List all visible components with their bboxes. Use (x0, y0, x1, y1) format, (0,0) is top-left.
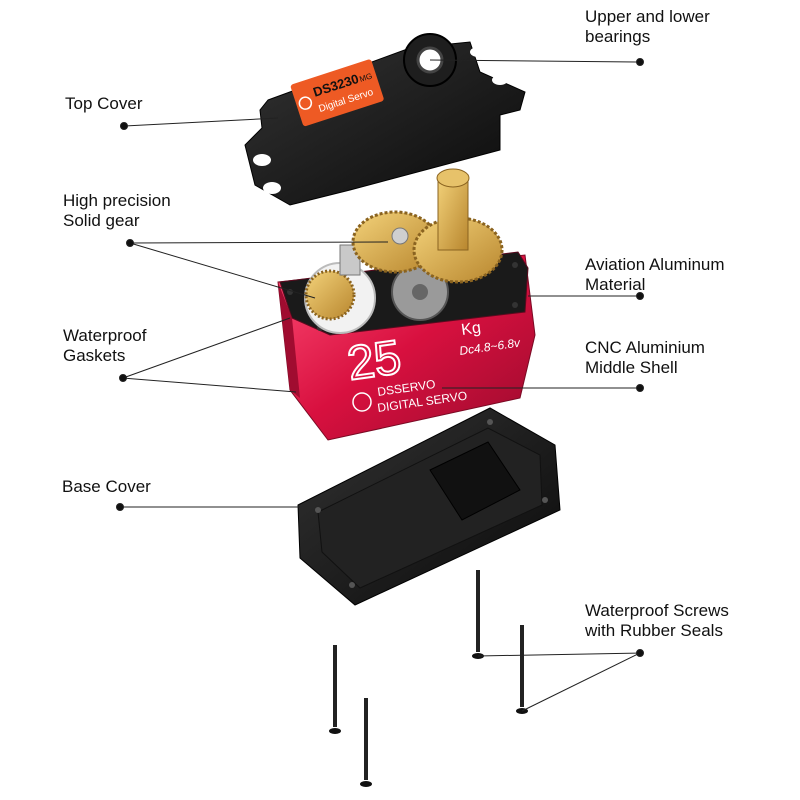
mount-hole (492, 75, 508, 85)
leader-lines (116, 58, 644, 712)
label-aluminum: Aviation Aluminum Material (585, 255, 725, 294)
torque-value: 25 (344, 331, 404, 391)
brass-gear (304, 269, 356, 321)
torque-unit: Kg (460, 319, 482, 339)
top-cover: DS3230 MG Digital Servo (244, 33, 526, 206)
mount-hole (470, 47, 486, 57)
mount-hole (253, 154, 271, 166)
label-bearings: Upper and lower bearings (585, 7, 710, 46)
label-gear: High precision Solid gear (63, 191, 171, 230)
callout-dot (636, 292, 644, 300)
top-sticker: DS3230 MG Digital Servo (290, 59, 384, 127)
callout-dot (636, 384, 644, 392)
foam-pad (429, 441, 521, 521)
label-top-cover: Top Cover (65, 94, 143, 113)
callout-dot (119, 374, 127, 382)
middle-shell: 25 Kg Dc4.8~6.8v DSSERVO DIGITAL SERVO (277, 168, 536, 441)
callout-dot (126, 239, 134, 247)
screw (516, 625, 528, 714)
label-gaskets: Waterproof Gaskets (63, 326, 147, 365)
base-cover (297, 407, 561, 606)
callout-dot (636, 649, 644, 657)
label-shell: CNC Aluminium Middle Shell (585, 338, 705, 377)
pinion-gear (339, 244, 361, 276)
callout-dot (120, 122, 128, 130)
sticker-suffix: MG (358, 71, 373, 84)
label-base-cover: Base Cover (62, 477, 151, 496)
screw (472, 570, 484, 659)
brand-logo-icon (352, 392, 372, 412)
screw (360, 698, 372, 787)
screws (329, 570, 528, 787)
callout-dot (636, 58, 644, 66)
mount-hole (263, 182, 281, 194)
callout-dot (116, 503, 124, 511)
screw (329, 645, 341, 734)
brand-logo-icon (298, 96, 313, 110)
label-screws: Waterproof Screws with Rubber Seals (585, 601, 729, 640)
